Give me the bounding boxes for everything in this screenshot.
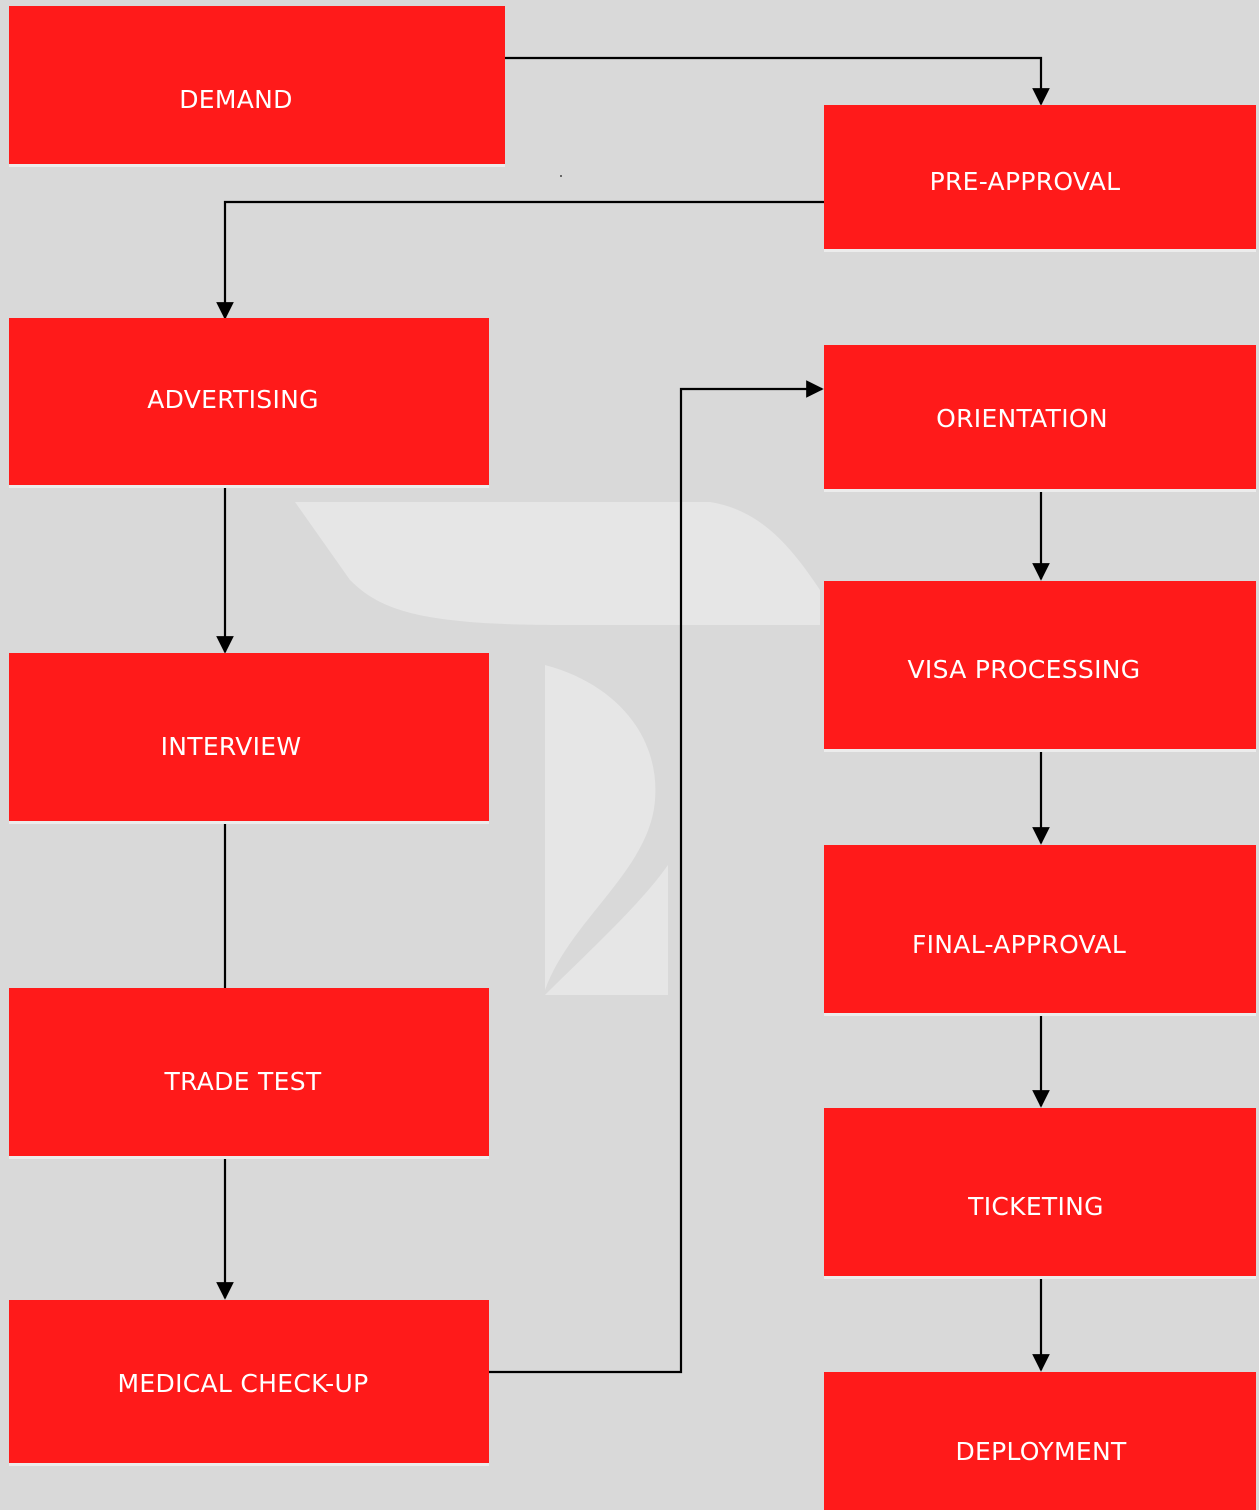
step-deployment-label: DEPLOYMENT [955,1436,1127,1466]
step-ticketing: TICKETING [824,1108,1256,1276]
step-pre-approval: PRE-APPROVAL [824,105,1256,249]
step-final-approval-label: FINAL-APPROVAL [911,929,1127,959]
step-orientation: ORIENTATION [824,345,1256,489]
step-advertising: ADVERTISING [9,318,489,485]
connector-pre-approval-to-advertising [216,200,824,320]
step-final-approval: FINAL-APPROVAL [824,845,1256,1013]
step-pre-approval-label: PRE-APPROVAL [929,166,1121,196]
step-demand: DEMAND [9,6,505,164]
step-trade-test-label: TRADE TEST [164,1066,322,1096]
step-demand-label: DEMAND [179,84,293,114]
step-deployment: DEPLOYMENT [824,1372,1256,1510]
step-visa-processing: VISA PROCESSING [824,581,1256,749]
stray-dot [560,175,562,177]
connector-medical-check-up-to-orientation [489,380,824,1374]
connector-demand-to-pre-approval [505,56,1050,106]
step-ticketing-label: TICKETING [968,1191,1104,1221]
step-trade-test: TRADE TEST [9,988,489,1156]
step-medical-check-up-label: MEDICAL CHECK-UP [117,1369,369,1398]
step-interview: INTERVIEW [9,653,489,821]
step-medical-check-up: MEDICAL CHECK-UP [9,1300,489,1463]
step-advertising-label: ADVERTISING [147,385,319,414]
step-orientation-label: ORIENTATION [936,403,1108,433]
step-visa-processing-label: VISA PROCESSING [907,654,1141,684]
step-interview-label: INTERVIEW [160,731,302,761]
